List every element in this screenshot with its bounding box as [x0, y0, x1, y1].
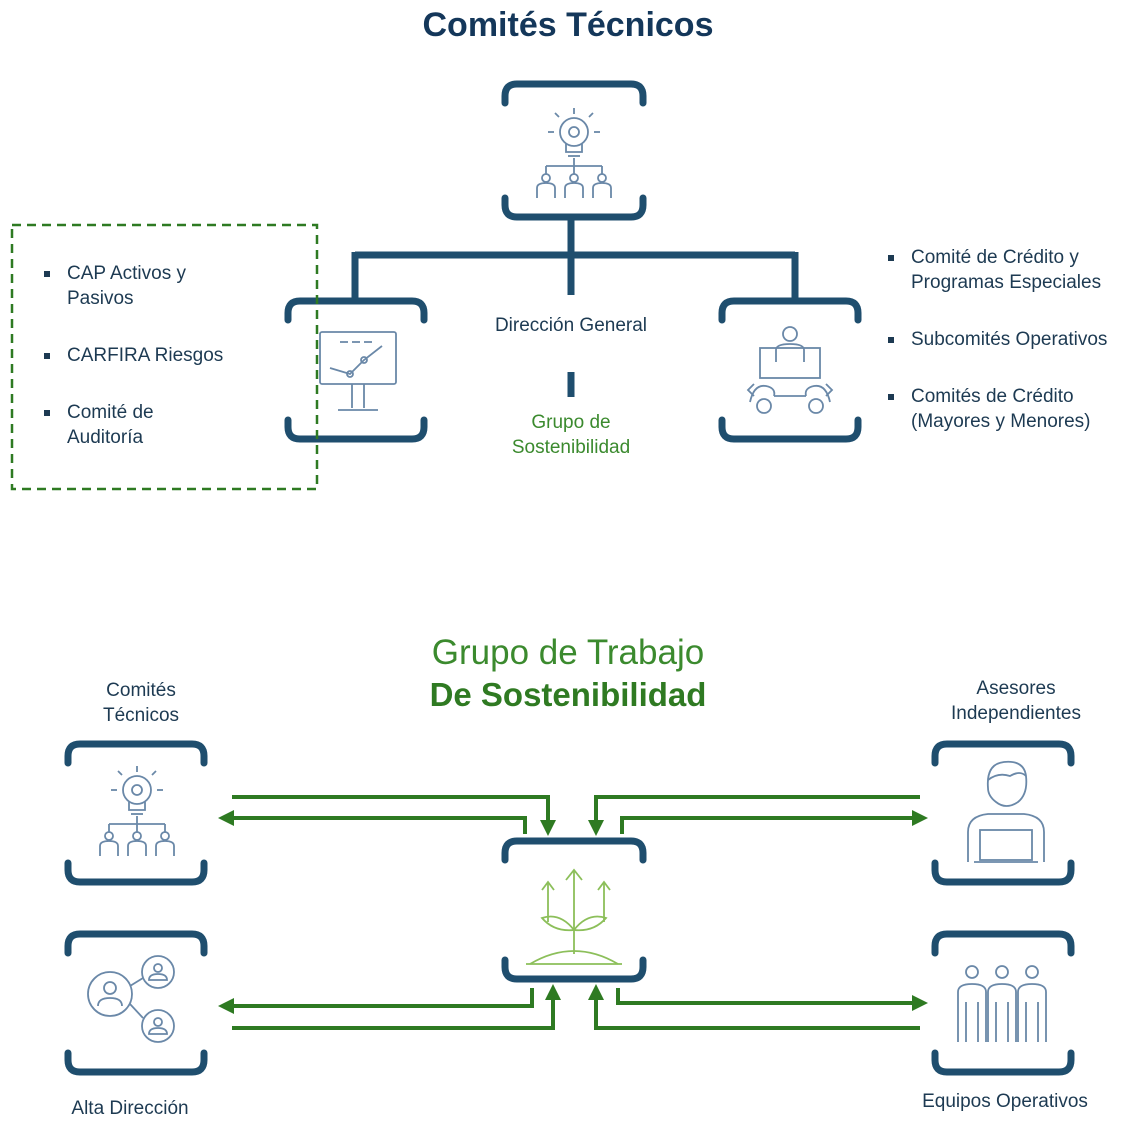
label-alta-direccion: Alta Dirección	[71, 1098, 189, 1119]
list-item: Subcomités Operativos	[887, 327, 1136, 352]
list-item: Comité de Auditoría	[43, 400, 207, 450]
network-people-icon	[87, 955, 175, 1043]
right-committee-list: Comité de Crédito y Programas Especiales…	[887, 245, 1136, 466]
frame-top-left	[284, 297, 428, 443]
section-title-line1: Grupo de Trabajo	[431, 633, 705, 672]
org-connectors	[351, 217, 799, 397]
list-item: CARFIRA Riesgos	[43, 343, 303, 368]
flow-arrows	[218, 795, 928, 1030]
plant-growth-icon	[526, 868, 622, 965]
center-label: Dirección General	[494, 315, 648, 336]
frame-bottom-bottom-left	[64, 930, 208, 1076]
dashed-group-box	[10, 223, 319, 491]
frame-bottom-top-right	[931, 740, 1075, 886]
lightbulb-team-icon	[536, 108, 612, 198]
frame-top-center	[501, 80, 647, 221]
list-item: CAP Activos y Pasivos	[43, 261, 227, 311]
lightbulb-team-icon-small	[99, 766, 175, 856]
list-item: Comités de Crédito (Mayores y Menores)	[887, 384, 1131, 434]
left-committee-list: CAP Activos y Pasivos CARFIRA Riesgos Co…	[43, 261, 303, 482]
frame-bottom-bottom-right	[931, 930, 1075, 1076]
list-item: Comité de Crédito y Programas Especiales	[887, 245, 1136, 295]
section-title-line2: De Sostenibilidad	[429, 676, 707, 713]
monitor-chart-icon	[319, 331, 397, 411]
sustainability-group-label: Grupo de Sostenibilidad	[511, 412, 631, 458]
label-equipos-operativos: Equipos Operativos	[922, 1091, 1088, 1112]
frame-top-right	[718, 297, 862, 443]
team-group-icon	[957, 965, 1047, 1042]
meeting-table-icon	[746, 326, 834, 414]
frame-bottom-top-left	[64, 740, 208, 886]
page-title: Comités Técnicos	[422, 6, 714, 44]
label-comites-tecnicos: Comités Técnicos	[102, 680, 180, 726]
frame-bottom-center	[501, 837, 647, 983]
label-asesores-independientes: Asesores Independientes	[951, 678, 1081, 724]
advisor-laptop-icon	[967, 760, 1045, 863]
